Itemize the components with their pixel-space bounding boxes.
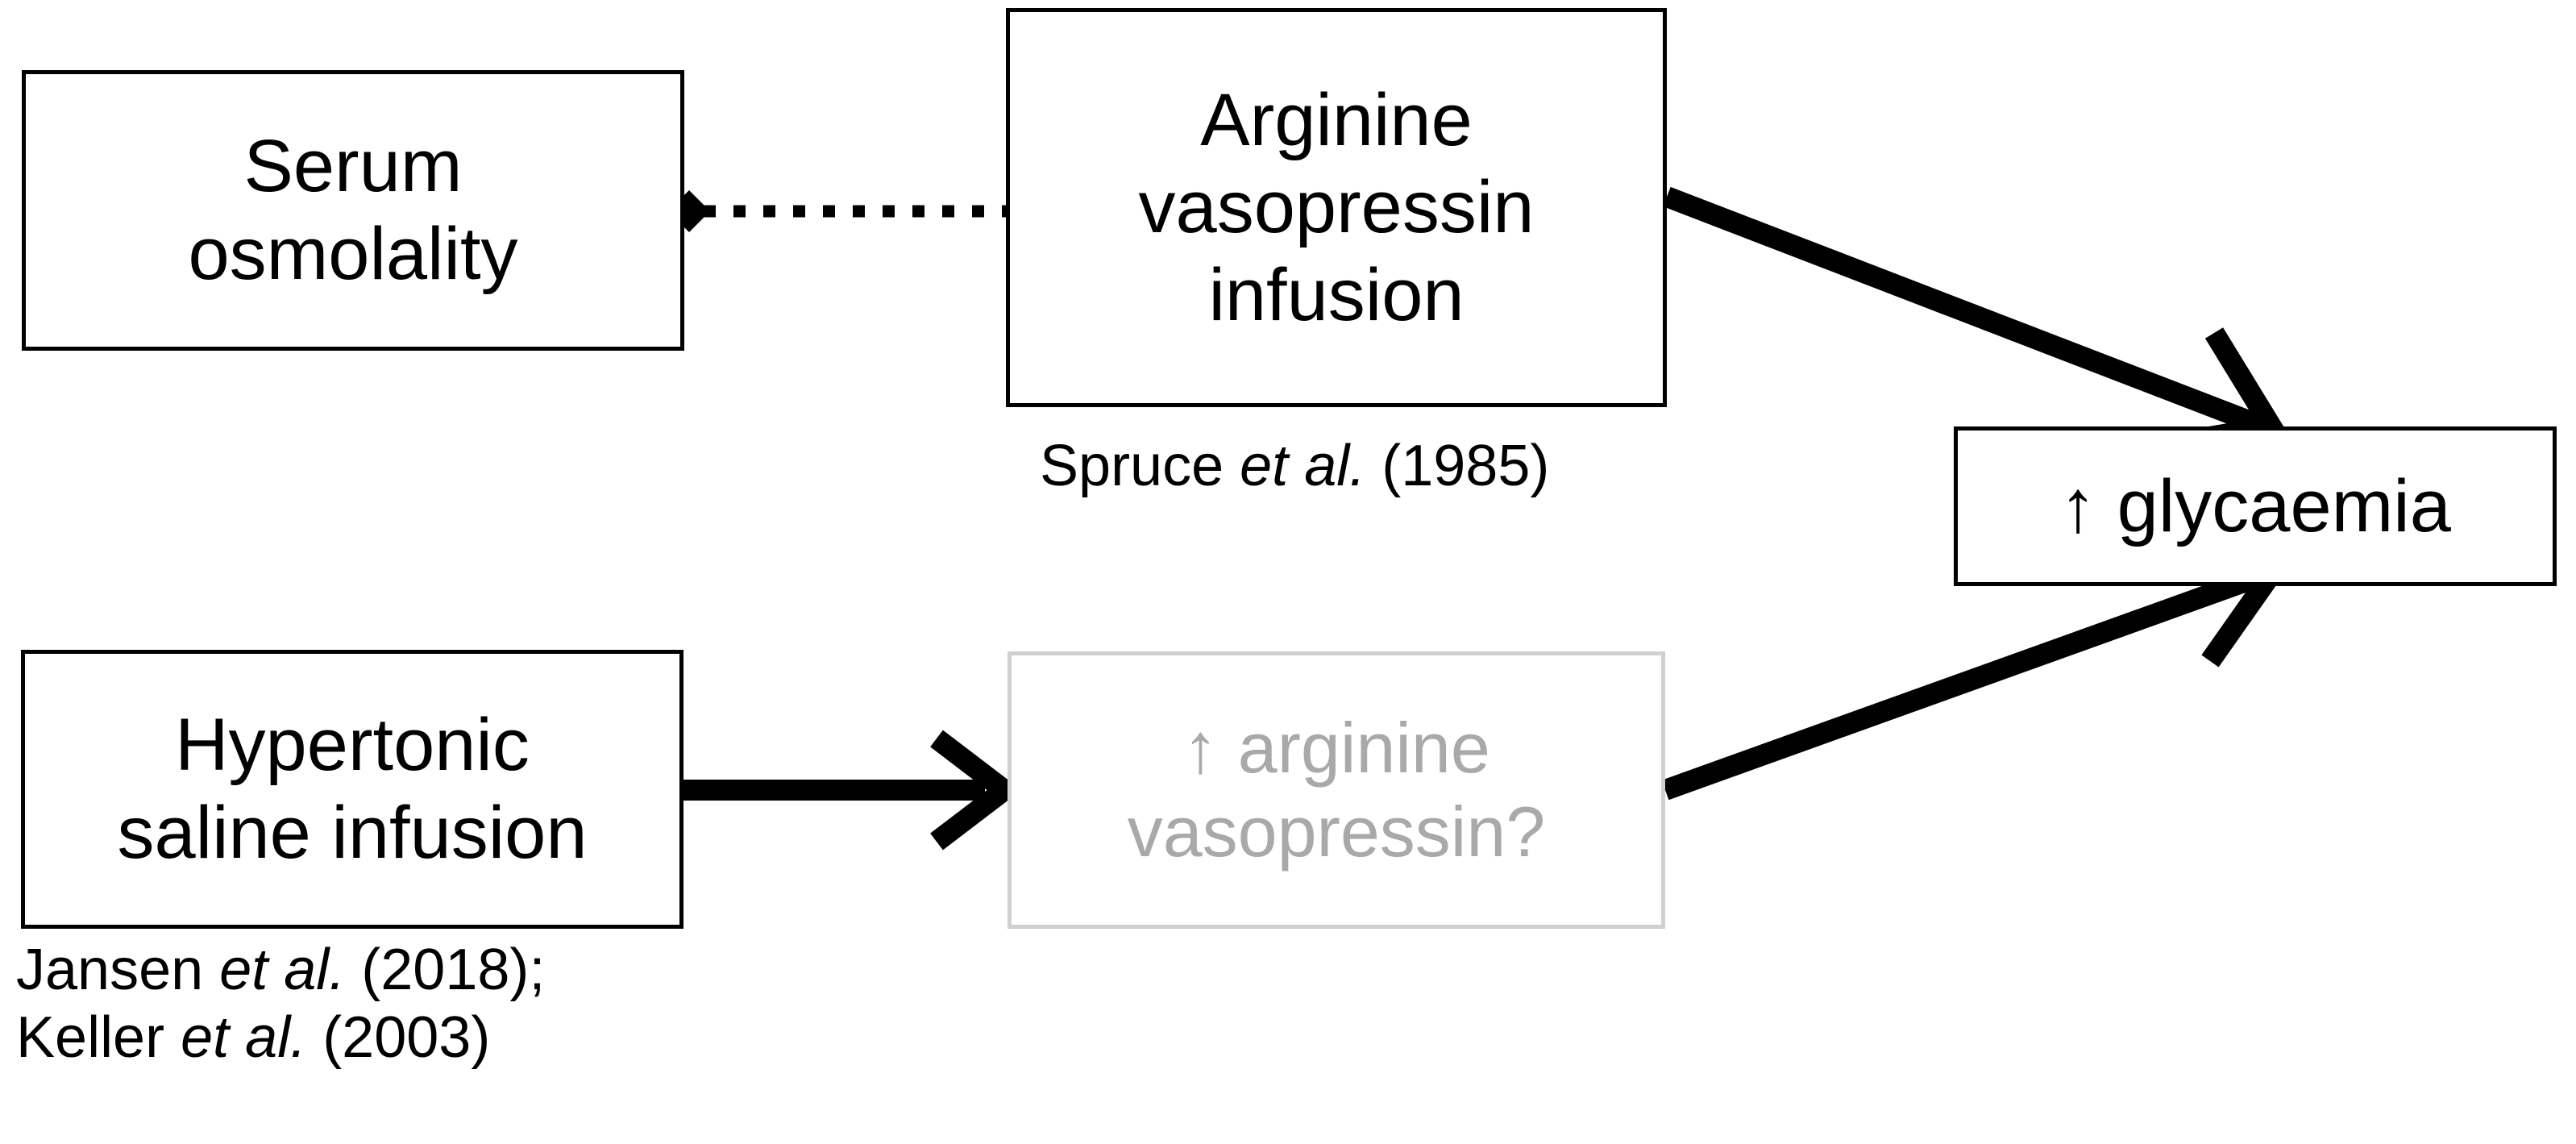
node-serum-osmolality: Serum osmolality <box>22 70 684 351</box>
caption-etal: et al. <box>219 938 346 1002</box>
caption-author: Spruce <box>1040 434 1240 498</box>
caption-author: Jansen <box>16 938 220 1002</box>
edge-serum-osmolality-to-avp-infusion <box>668 190 1006 232</box>
arrow-shaft <box>1661 568 2257 801</box>
edge-hypertonic-saline-to-avp-question <box>683 730 1022 851</box>
caption-etal: et al. <box>1240 434 1366 498</box>
node-increased-arginine-vasopressin-question: ↑ arginine vasopressin? <box>1008 651 1665 929</box>
caption-author: Keller <box>16 1005 181 1070</box>
caption-year: (2018); <box>345 938 546 1002</box>
node-increased-glycaemia: ↑ glycaemia <box>1954 426 2557 586</box>
caption-line-2: Keller et al. (2003) <box>16 1005 545 1072</box>
edge-avp-question-to-glycaemia <box>1661 546 2290 801</box>
arrow-head <box>930 730 1022 851</box>
caption-year: (2003) <box>306 1005 491 1070</box>
node-hypertonic-saline-infusion: Hypertonic saline infusion <box>21 650 683 929</box>
caption-jansen-keller-references: Jansen et al. (2018);Keller et al. (2003… <box>16 937 545 1071</box>
edge-avp-infusion-to-glycaemia <box>1663 186 2289 454</box>
caption-line-1: Jansen et al. (2018); <box>16 937 545 1005</box>
caption-year: (1985) <box>1365 434 1550 498</box>
arrow-shaft <box>1663 186 2257 433</box>
caption-spruce-reference: Spruce et al. (1985) <box>1040 433 1549 501</box>
caption-etal: et al. <box>181 1005 307 1070</box>
node-arginine-vasopressin-infusion: Arginine vasopressin infusion <box>1006 8 1667 407</box>
